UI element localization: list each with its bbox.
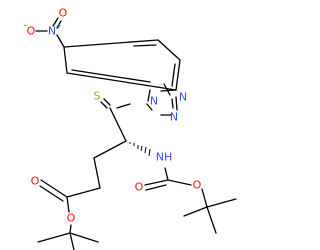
bond-benzene-3 <box>175 59 181 91</box>
bond-cgamma-ester-c <box>66 187 101 198</box>
atom-n-triazole-2: N <box>179 91 187 104</box>
atom-nh-carbamate: NH <box>156 151 173 164</box>
bond-triazole-n1-n2 <box>175 96 178 111</box>
bond-carbamate-tbu-me1 <box>206 198 237 208</box>
atom-o-ester-carbonyl: O <box>31 175 40 188</box>
bond-benzene-2 <box>157 39 181 61</box>
bond-nitro-n-o-double-b <box>56 20 62 29</box>
bond-carbamate-tbu-me2 <box>206 206 217 234</box>
bond-benzene-1 <box>63 39 159 48</box>
bond-ester-o-tbu <box>69 224 72 234</box>
bond-c-s-b <box>100 101 108 109</box>
bond-nitro-n-o-double-a <box>52 17 59 27</box>
bond-thioacyl-calpha <box>109 107 127 142</box>
atom-o-carbamate-ether: O <box>193 179 202 192</box>
bond-benzene-1-inner <box>133 44 157 47</box>
bond-ester-c-o-double-a <box>40 179 68 198</box>
bond-benzene-5 <box>63 46 68 74</box>
chemical-structure-diagram: O - N + O N N N S NH O O O O <box>24 7 237 250</box>
bond-c-s-a <box>103 98 111 106</box>
bond-ester-tbu-me3 <box>69 232 75 250</box>
bond-carbamate-c-o-ether <box>167 179 192 186</box>
atom-o-carbamate-carbonyl: O <box>135 181 144 194</box>
bond-benzene-3-inner <box>171 63 176 87</box>
bond-carbamate-n-c <box>164 167 169 181</box>
bond-triazole-n3-c7a <box>146 103 153 111</box>
bond-benzene-6-inner <box>71 69 151 83</box>
bond-nitro-n-ring <box>56 34 65 48</box>
bond-triazole-c3a-n1 <box>163 83 171 96</box>
bond-n-thioacyl <box>116 103 131 109</box>
charge-plus: + <box>56 22 63 31</box>
stereo-hash-lines <box>129 142 151 157</box>
atom-n-triazole-3: N <box>170 111 178 124</box>
bond-ester-c-o-ether <box>66 196 70 213</box>
atom-s-thione: S <box>94 90 101 103</box>
bond-ester-c-o-double-b <box>39 185 64 202</box>
bond-cbeta-cgamma <box>93 157 101 189</box>
bond-ester-tbu-me2 <box>69 232 99 243</box>
bond-calpha-cbeta <box>93 140 127 159</box>
bond-benzene-6 <box>66 72 177 91</box>
bond-carbamate-o-tbu <box>201 188 208 208</box>
atom-labels: O - N + O N N N S NH O O O O <box>24 7 202 225</box>
bond-carbamate-c-o-double-a <box>144 179 169 186</box>
atom-n-nitro: N <box>48 25 56 38</box>
bonds <box>35 17 237 250</box>
bond-carbamate-c-o-double-b <box>145 184 167 191</box>
bond-triazole-n1-n2-inner <box>171 98 174 109</box>
atom-o-nitro-double: O <box>59 7 68 20</box>
atom-o-nitro-minus: O <box>27 25 36 38</box>
bond-carbamate-tbu-me3 <box>183 206 208 217</box>
charge-minus: - <box>24 21 27 30</box>
atom-n-triazole-1: N <box>150 95 158 108</box>
bond-triazole-c7a-n <box>147 89 151 102</box>
atom-o-ester-ether: O <box>67 212 76 225</box>
bond-ester-tbu-me1 <box>37 232 71 243</box>
